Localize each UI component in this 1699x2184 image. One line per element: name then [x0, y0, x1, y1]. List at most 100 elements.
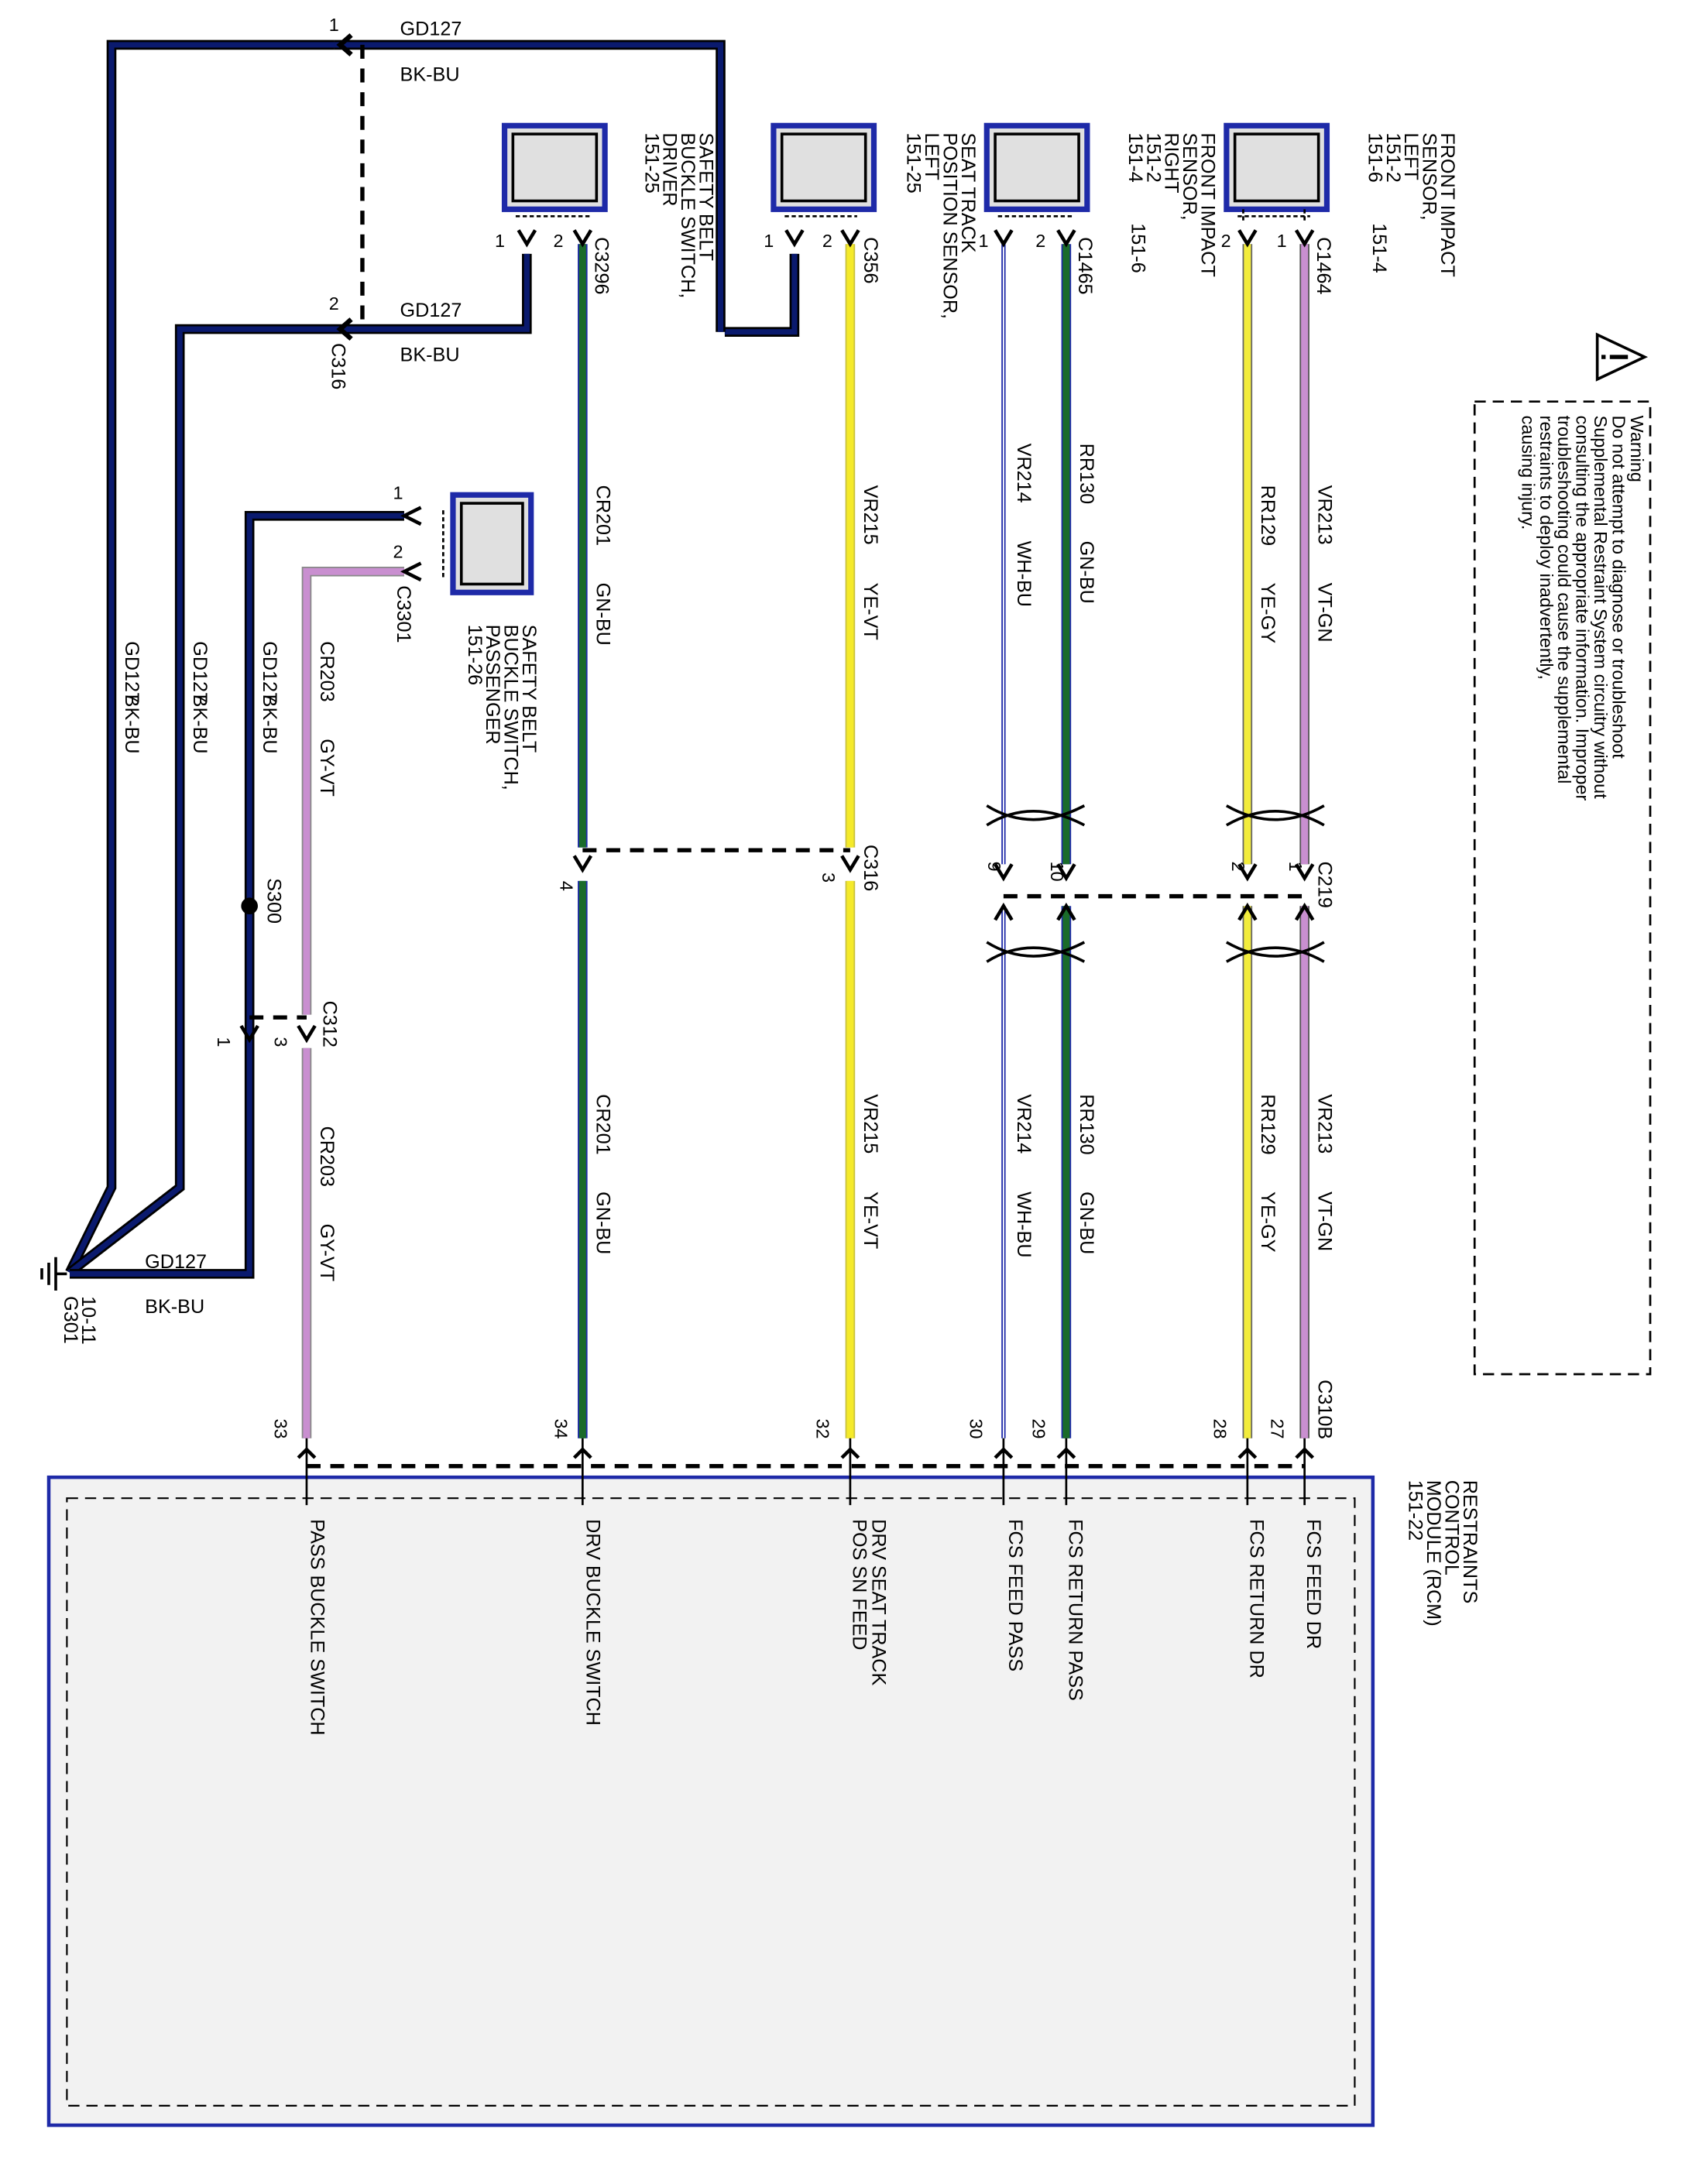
- svg-text:VR213: VR213: [1314, 1094, 1336, 1154]
- svg-text:151-25: 151-25: [903, 132, 925, 193]
- svg-text:C316: C316: [860, 845, 881, 891]
- svg-text:BK-BU: BK-BU: [121, 694, 142, 754]
- svg-text:VR214: VR214: [1013, 1094, 1035, 1154]
- svg-text:DRV SEAT TRACK: DRV SEAT TRACK: [868, 1519, 890, 1685]
- svg-text:MODULE (RCM): MODULE (RCM): [1423, 1480, 1444, 1627]
- svg-text:VT-GN: VT-GN: [1314, 583, 1336, 643]
- ground-icon: [40, 1257, 67, 1291]
- svg-text:34: 34: [551, 1419, 571, 1439]
- svg-text:C3296: C3296: [591, 237, 613, 294]
- svg-text:151-22: 151-22: [1405, 1480, 1426, 1541]
- svg-text:C356: C356: [860, 237, 881, 283]
- rcm-module: RESTRAINTS CONTROL MODULE (RCM) 151-22 F…: [46, 1475, 1481, 2127]
- svg-text:WH-BU: WH-BU: [1013, 541, 1035, 607]
- svg-text:GD127: GD127: [121, 641, 142, 703]
- warning-line: restraints to deploy inadvertently,: [1536, 416, 1557, 680]
- wire-label-gd127: GD127: [145, 1251, 207, 1273]
- svg-text:2: 2: [822, 231, 832, 251]
- svg-text:BUCKLE SWITCH,: BUCKLE SWITCH,: [500, 625, 522, 790]
- connector-c219: 2 1 10 9 C219: [984, 862, 1336, 921]
- svg-text:32: 32: [813, 1419, 833, 1439]
- svg-text:RIGHT: RIGHT: [1161, 132, 1182, 193]
- svg-text:C3301: C3301: [393, 585, 414, 643]
- ground-label-g301: G301 10-11: [60, 1296, 99, 1345]
- svg-text:BK-BU: BK-BU: [259, 694, 280, 754]
- svg-text:10-11: 10-11: [77, 1296, 99, 1345]
- wire-label-gd127-vertical: GD127 BK-BU: [121, 641, 142, 753]
- svg-text:C1465: C1465: [1074, 237, 1096, 294]
- svg-text:FRONT IMPACT: FRONT IMPACT: [1436, 132, 1458, 277]
- svg-text:RR130: RR130: [1076, 1094, 1097, 1154]
- svg-text:SAFETY BELT: SAFETY BELT: [695, 132, 717, 261]
- svg-text:DRIVER: DRIVER: [659, 132, 681, 206]
- svg-text:VT-GN: VT-GN: [1314, 1191, 1336, 1251]
- rcm-signal-pass-buckle: PASS BUCKLE SWITCH: [306, 1519, 328, 1735]
- svg-text:27: 27: [1267, 1419, 1287, 1439]
- svg-text:CONTROL: CONTROL: [1440, 1480, 1462, 1575]
- wire-color-bk-bu: BK-BU: [145, 1296, 204, 1318]
- svg-text:C310B: C310B: [1314, 1380, 1336, 1439]
- svg-text:POSITION SENSOR,: POSITION SENSOR,: [939, 132, 960, 319]
- component-front-impact-right: 1 2 C1465 151-6 FRONT IMPACT SENSOR, RIG…: [978, 122, 1218, 295]
- svg-text:RR129: RR129: [1257, 1094, 1279, 1154]
- wire-color-bk-bu: BK-BU: [400, 344, 460, 365]
- svg-text:151-6: 151-6: [1127, 223, 1148, 273]
- svg-text:2: 2: [554, 231, 564, 251]
- wire-cr203: [301, 566, 404, 1438]
- rcm-signal-fcs-return-dr: FCS RETURN DR: [1245, 1519, 1267, 1678]
- svg-text:151-25: 151-25: [640, 132, 662, 193]
- svg-text:SENSOR,: SENSOR,: [1419, 132, 1440, 220]
- rcm-signal-drv-seat-track: DRV SEAT TRACK POS SN FEED: [848, 1519, 889, 1685]
- svg-text:151-2: 151-2: [1382, 132, 1404, 182]
- connector-c310b: 27 28 29 30 32 34 33 C310B: [271, 1380, 1336, 1506]
- svg-text:3: 3: [271, 1037, 291, 1047]
- svg-text:2: 2: [1228, 862, 1248, 872]
- svg-text:C316: C316: [327, 343, 348, 389]
- svg-text:2: 2: [1035, 231, 1045, 251]
- svg-text:WH-BU: WH-BU: [1013, 1191, 1035, 1257]
- svg-text:1: 1: [1277, 231, 1287, 251]
- rcm-signal-drv-buckle: DRV BUCKLE SWITCH: [582, 1519, 604, 1726]
- svg-text:151-26: 151-26: [464, 625, 486, 685]
- ground-wires: [40, 39, 800, 1291]
- warning-title: Warning: [1627, 416, 1647, 482]
- splice-s300: [241, 897, 258, 915]
- svg-text:9: 9: [984, 862, 1004, 872]
- svg-text:GY-VT: GY-VT: [316, 739, 338, 797]
- svg-text:33: 33: [271, 1419, 291, 1439]
- wire-label-gd127: GD127: [400, 300, 462, 321]
- svg-text:1: 1: [1285, 862, 1306, 872]
- svg-text:YE-GY: YE-GY: [1257, 1191, 1279, 1253]
- svg-text:GD127: GD127: [259, 641, 280, 703]
- rcm-signal-fcs-feed-dr: FCS FEED DR: [1303, 1519, 1324, 1649]
- component-seat-track-sensor: 1 2 C356 SEAT TRACK POSITION SENSOR, LEF…: [764, 122, 979, 319]
- svg-text:2: 2: [1221, 231, 1231, 251]
- svg-text:GN-BU: GN-BU: [592, 1191, 613, 1254]
- rcm-label: RESTRAINTS CONTROL MODULE (RCM) 151-22: [1405, 1480, 1481, 1627]
- wire-label-gd127: GD127: [400, 18, 462, 39]
- svg-text:BUCKLE SWITCH,: BUCKLE SWITCH,: [677, 132, 698, 298]
- wire-label-gd127-vertical: GD127 BK-BU: [189, 641, 211, 753]
- svg-text:PASSENGER: PASSENGER: [482, 625, 503, 745]
- svg-text:1: 1: [978, 231, 988, 251]
- svg-text:10: 10: [1047, 862, 1067, 882]
- wire-label-gd127-vertical: GD127 BK-BU: [259, 641, 280, 753]
- svg-text:CR203: CR203: [316, 641, 338, 701]
- splice-label-s300: S300: [263, 878, 285, 924]
- component-buckle-switch-driver: 1 2 C3296 SAFETY BELT BUCKLE SWITCH, DRI…: [495, 122, 717, 298]
- svg-text:3: 3: [819, 873, 839, 883]
- svg-text:2: 2: [393, 541, 403, 561]
- svg-text:LEFT: LEFT: [921, 132, 942, 180]
- svg-text:G301: G301: [60, 1296, 81, 1344]
- svg-text:C312: C312: [319, 1001, 341, 1047]
- warning-icon: [1595, 332, 1649, 382]
- svg-text:1: 1: [214, 1037, 234, 1047]
- svg-text:POS SN FEED: POS SN FEED: [848, 1519, 870, 1650]
- svg-text:VR213: VR213: [1314, 485, 1336, 545]
- svg-text:GN-BU: GN-BU: [592, 583, 613, 646]
- warning-line: causing injury.: [1518, 416, 1538, 530]
- rcm-signal-fcs-return-pass: FCS RETURN PASS: [1064, 1519, 1086, 1701]
- svg-text:LEFT: LEFT: [1400, 132, 1422, 180]
